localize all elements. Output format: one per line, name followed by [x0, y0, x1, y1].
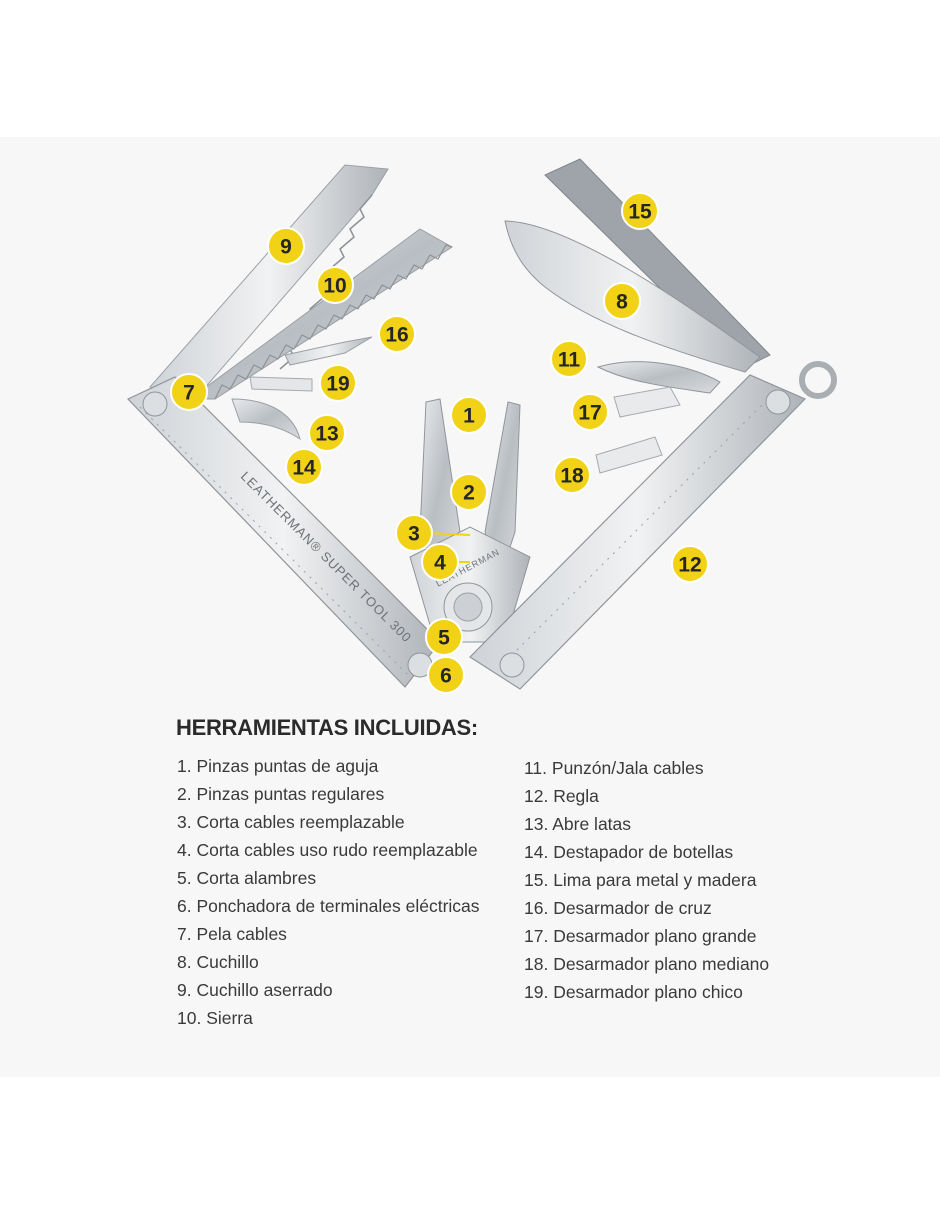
list-item: 4. Corta cables uso rudo reemplazable [177, 840, 478, 860]
svg-text:14: 14 [292, 457, 316, 480]
badge-6: 6 [427, 656, 465, 694]
badge-3: 3 [395, 514, 433, 552]
badge-17: 17 [571, 393, 609, 431]
badge-2: 2 [450, 473, 488, 511]
left-pivot-top [142, 391, 168, 417]
badge-7: 7 [170, 373, 208, 411]
list-item: 5. Corta alambres [177, 868, 317, 888]
tools-list-right: 11. Punzón/Jala cables 12. Regla 13. Abr… [524, 754, 769, 1006]
svg-text:15: 15 [628, 201, 652, 224]
svg-text:19: 19 [326, 373, 349, 396]
handle-brand-etching: LEATHERMAN® SUPER TOOL 300 [238, 469, 415, 646]
list-item: 11. Punzón/Jala cables [524, 758, 704, 778]
right-pivot-bottom [499, 652, 525, 678]
list-item: 9. Cuchillo aserrado [177, 980, 333, 1000]
list-item: 10. Sierra [177, 1008, 253, 1028]
multitool-illustration: LEATHERMAN® SUPER TOOL 300 LEATHERMAN 1 … [126, 158, 837, 694]
right-handle-ruler [499, 401, 766, 668]
can-opener [231, 398, 301, 441]
leader-3 [427, 532, 471, 536]
badge-9: 9 [267, 227, 305, 265]
badge-18: 18 [553, 456, 591, 494]
phillips-screwdriver [284, 336, 373, 366]
badge-1: 1 [450, 396, 488, 434]
badge-11: 11 [550, 340, 588, 378]
svg-text:12: 12 [678, 554, 701, 577]
lanyard-ring [799, 361, 837, 399]
list-item: 6. Ponchadora de terminales eléctricas [177, 896, 480, 916]
saw-teeth [214, 244, 453, 400]
product-panel: LEATHERMAN® SUPER TOOL 300 LEATHERMAN 1 … [0, 137, 940, 1077]
svg-text:16: 16 [385, 324, 408, 347]
list-item: 17. Desarmador plano grande [524, 926, 757, 946]
svg-text:3: 3 [408, 523, 420, 546]
tools-list-left: 1. Pinzas puntas de aguja 2. Pinzas punt… [177, 752, 480, 1032]
list-item: 16. Desarmador de cruz [524, 898, 712, 918]
badge-5: 5 [425, 618, 463, 656]
svg-text:13: 13 [315, 423, 338, 446]
list-item: 8. Cuchillo [177, 952, 259, 972]
svg-text:8: 8 [616, 291, 628, 314]
svg-text:10: 10 [323, 275, 346, 298]
right-handle [469, 374, 807, 690]
tools-heading: HERRAMIENTAS INCLUIDAS: [176, 715, 478, 740]
list-item: 3. Corta cables reemplazable [177, 812, 405, 832]
badge-4: 4 [421, 543, 459, 581]
list-item: 1. Pinzas puntas de aguja [177, 756, 379, 776]
list-item: 2. Pinzas puntas regulares [177, 784, 385, 804]
list-item: 14. Destapador de botellas [524, 842, 734, 862]
svg-text:18: 18 [560, 465, 584, 488]
badge-14: 14 [285, 448, 323, 486]
list-item: 13. Abre latas [524, 814, 632, 834]
svg-text:6: 6 [440, 665, 452, 688]
awl [596, 361, 721, 394]
badge-19: 19 [319, 364, 357, 402]
list-item: 7. Pela cables [177, 924, 287, 944]
right-pivot-top [765, 389, 791, 415]
svg-text:4: 4 [434, 552, 446, 575]
svg-text:2: 2 [463, 482, 475, 505]
svg-text:9: 9 [280, 236, 292, 259]
list-item: 15. Lima para metal y madera [524, 870, 757, 890]
badge-16: 16 [378, 315, 416, 353]
svg-text:5: 5 [438, 627, 450, 650]
list-item: 12. Regla [524, 786, 599, 806]
list-item: 19. Desarmador plano chico [524, 982, 743, 1002]
svg-text:11: 11 [558, 349, 581, 372]
badge-8: 8 [603, 282, 641, 320]
list-item: 18. Desarmador plano mediano [524, 954, 770, 974]
svg-text:1: 1 [463, 405, 475, 428]
badge-10: 10 [316, 266, 354, 304]
badge-13: 13 [308, 414, 346, 452]
svg-text:7: 7 [183, 382, 195, 405]
svg-text:17: 17 [578, 402, 601, 425]
large-flat-screwdriver [613, 386, 681, 418]
medium-flat-screwdriver [595, 436, 663, 474]
small-flat-screwdriver [249, 376, 313, 392]
badge-12: 12 [671, 545, 709, 583]
badge-15: 15 [621, 192, 659, 230]
